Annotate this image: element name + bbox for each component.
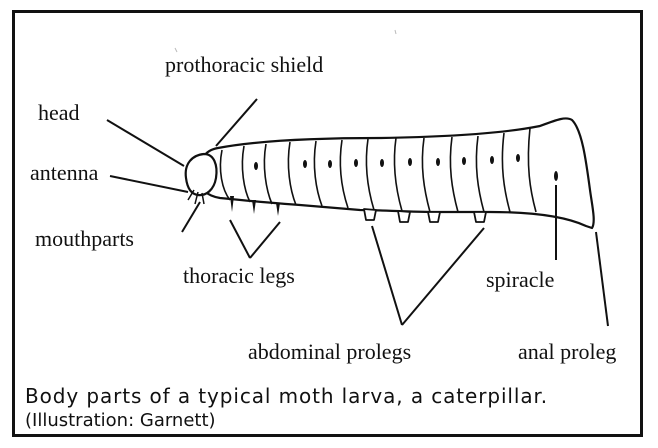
label-prothoracic-shield: prothoracic shield	[165, 54, 323, 76]
leader-thoracic-leg-1	[230, 220, 250, 258]
label-spiracle: spiracle	[486, 269, 554, 291]
caterpillar-body	[200, 118, 594, 228]
leader-anal-proleg	[596, 232, 608, 326]
label-abdominal-prolegs: abdominal prolegs	[248, 341, 411, 363]
leader-abdominal-2	[402, 228, 484, 325]
leader-head	[107, 120, 184, 166]
stray-marks	[175, 30, 396, 52]
leader-prothoracic-shield	[216, 99, 257, 146]
leader-antenna	[110, 176, 188, 192]
leader-mouthparts	[182, 202, 200, 232]
label-antenna: antenna	[30, 162, 98, 184]
label-mouthparts: mouthparts	[35, 228, 134, 250]
caption-line-1: Body parts of a typical moth larva, a ca…	[25, 386, 548, 406]
label-anal-proleg: anal proleg	[518, 341, 616, 363]
caterpillar-head	[186, 154, 217, 195]
label-thoracic-legs: thoracic legs	[183, 265, 295, 287]
label-head: head	[38, 102, 80, 124]
leader-abdominal-1	[372, 226, 402, 325]
caption-line-2: (Illustration: Garnett)	[25, 412, 216, 430]
leader-thoracic-leg-2	[250, 222, 280, 258]
